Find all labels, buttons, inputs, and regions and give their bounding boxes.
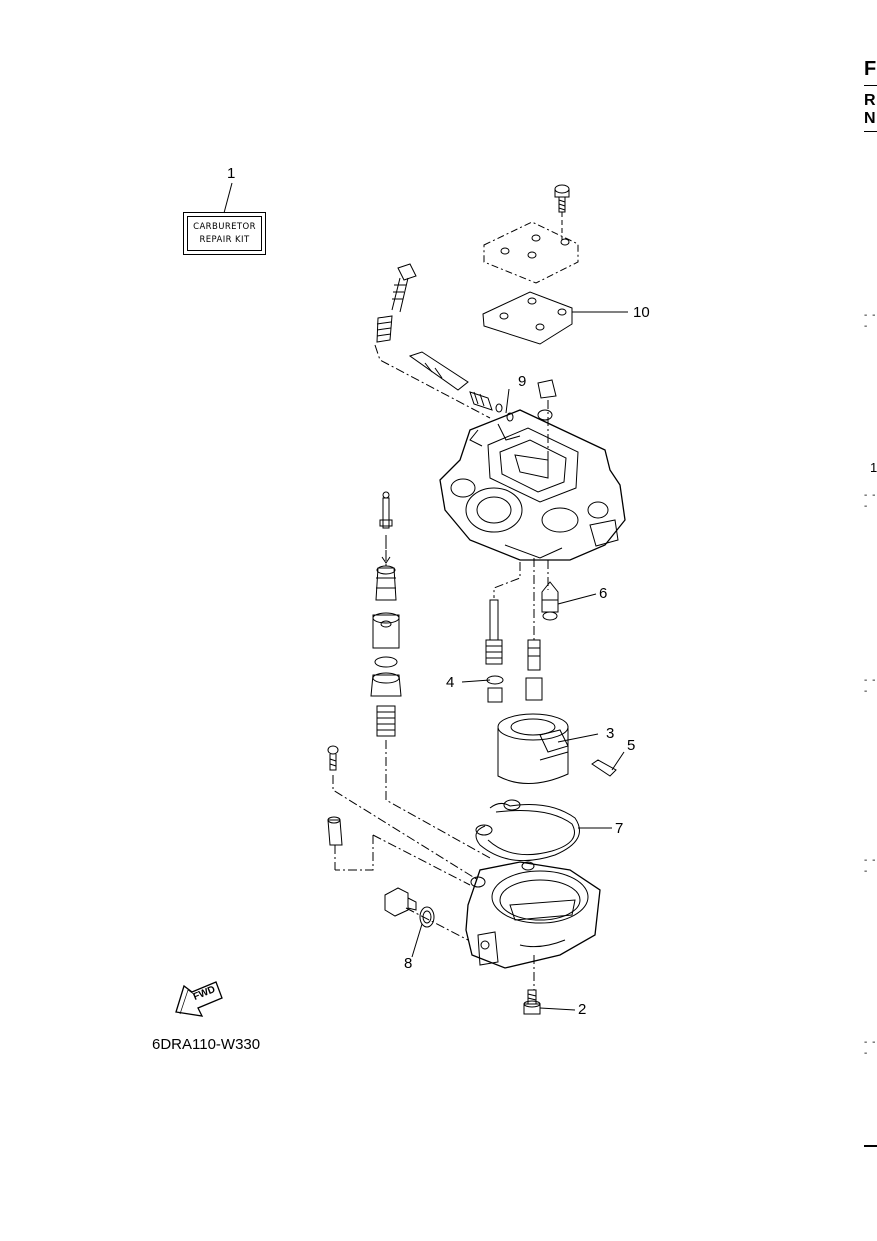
edge-rule-lower (864, 1145, 877, 1147)
edge-line1: R (864, 92, 876, 109)
edge-side-number: 1 (870, 460, 877, 475)
callout-10: 10 (633, 304, 650, 321)
callout-4: 4 (446, 674, 455, 691)
edge-rule-bottom (864, 131, 877, 132)
callout-5: 5 (627, 737, 636, 754)
edge-rule-top (864, 85, 877, 86)
float-bowl (465, 861, 601, 969)
callout-7: 7 (615, 820, 624, 837)
gasket-10 (482, 291, 573, 345)
float-bowl-gasket-7 (475, 799, 580, 862)
edge-tick: - - - (864, 490, 877, 512)
pilot-screw-assembly (376, 263, 514, 422)
float-3 (497, 713, 569, 785)
edge-tick: - - - (864, 310, 877, 332)
leader-lines (223, 182, 628, 1011)
kit-label-line2: REPAIR KIT (199, 234, 250, 245)
edge-tick: - - - (864, 855, 877, 877)
bowl-screw-2 (523, 989, 541, 1015)
edge-tick: - - - (864, 675, 877, 697)
callout-6: 6 (599, 585, 608, 602)
side-screws (327, 745, 343, 846)
drawing-code: 6DRA110-W330 (152, 1036, 261, 1053)
top-cover-plate (483, 221, 579, 284)
carburetor-body (439, 379, 626, 561)
edge-line2: N (864, 110, 876, 127)
jets-and-needle-valve (485, 581, 559, 703)
repair-kit-label-box: CARBURETOR REPAIR KIT (183, 212, 266, 255)
edge-tick: - - - (864, 1037, 877, 1059)
callout-3: 3 (606, 725, 615, 742)
drain-screw-and-washer-8 (384, 887, 435, 928)
callout-1: 1 (227, 165, 236, 182)
float-pin-5 (591, 759, 617, 777)
callout-8: 8 (404, 955, 413, 972)
fwd-arrow-icon (175, 981, 223, 1017)
pump-plunger-stack (370, 491, 402, 737)
edge-header: F (864, 58, 877, 80)
assembly-guide-lines (332, 344, 549, 990)
cover-screw (554, 184, 570, 240)
kit-label-line1: CARBURETOR (193, 221, 256, 232)
callout-2: 2 (578, 1001, 587, 1018)
callout-9: 9 (518, 373, 527, 390)
